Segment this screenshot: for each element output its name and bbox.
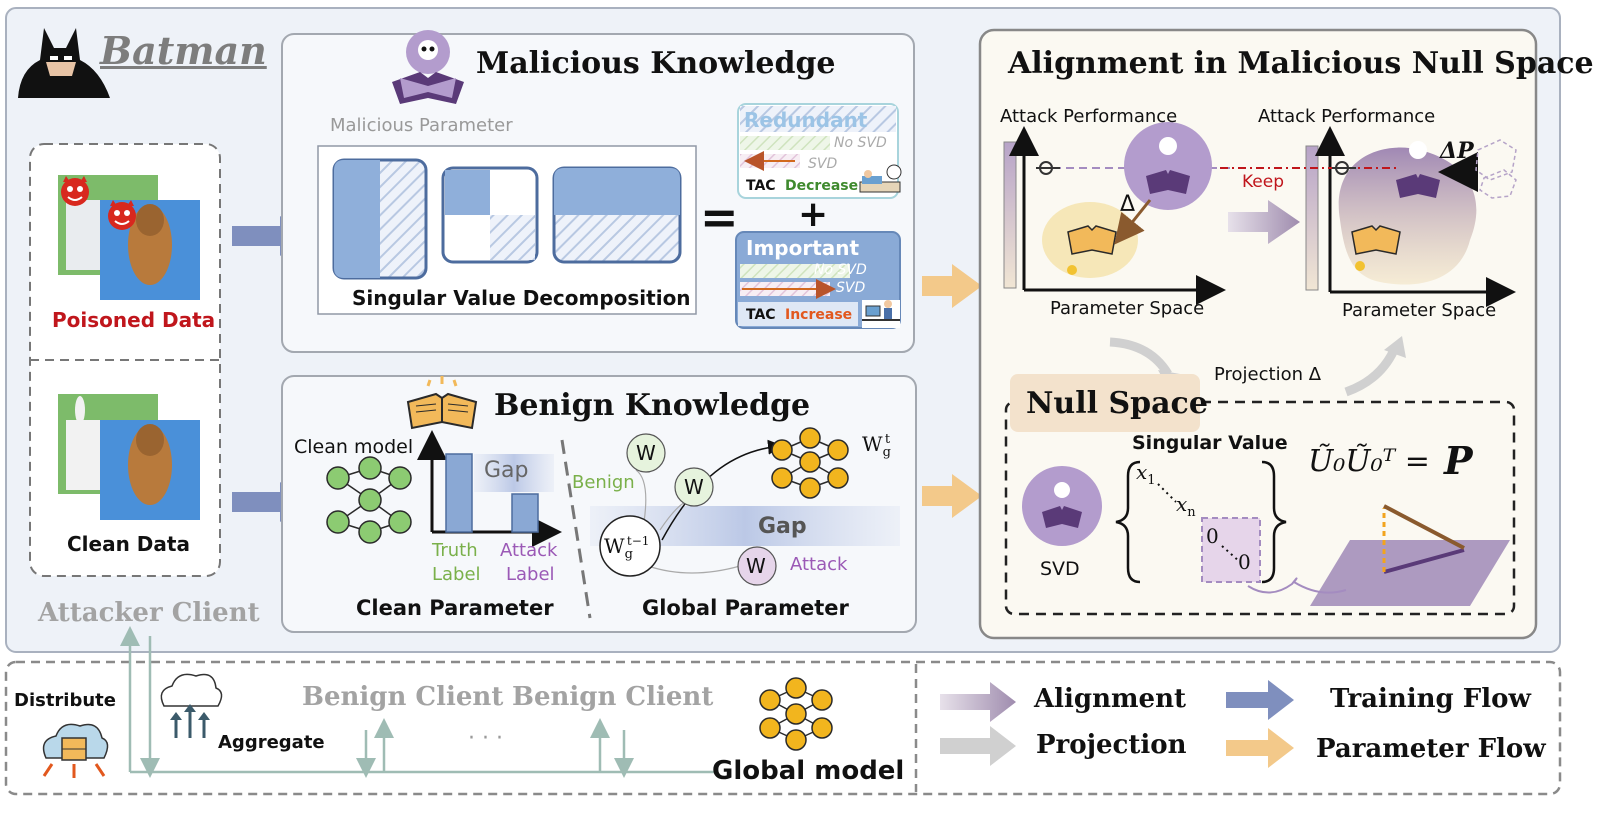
svd-label: Singular Value Decomposition xyxy=(352,286,691,310)
legend-alignment-label: Alignment xyxy=(1034,684,1186,714)
w-node-2: W xyxy=(684,475,704,499)
important-nosvd: No SVD xyxy=(814,262,867,278)
malicious-parameter-label: Malicious Parameter xyxy=(330,115,513,136)
attacker-client-label: Attacker Client xyxy=(38,598,260,628)
legend-training-flow-label: Training Flow xyxy=(1330,684,1531,714)
clean-parameter-label: Clean Parameter xyxy=(356,596,554,620)
benign-book-icon-3 xyxy=(1351,225,1401,271)
alignment-title: Alignment in Malicious Null Space xyxy=(1008,46,1594,81)
zero-top: 0 xyxy=(1206,524,1219,548)
global-parameter-label: Global Parameter xyxy=(642,596,849,620)
keep-label: Keep xyxy=(1242,172,1285,192)
sword-icon-2 xyxy=(1332,161,1356,175)
malicious-book-icon xyxy=(392,30,464,104)
working-person-icon xyxy=(862,300,900,328)
redundant-tac: TAC xyxy=(746,178,776,194)
redundant-nosvd: No SVD xyxy=(834,135,887,151)
xn-label: xn xyxy=(1176,492,1196,520)
truth-label-bar xyxy=(445,453,473,533)
ellipsis: · · · xyxy=(468,726,503,751)
malicious-book-icon-4 xyxy=(1042,482,1082,528)
truth-label-line2: Label xyxy=(432,564,481,585)
clean-model-label: Clean model xyxy=(294,436,414,458)
redundant-trend: Decrease xyxy=(785,178,859,194)
poisoned-data-label: Poisoned Data xyxy=(52,308,216,332)
null-space-title: Null Space xyxy=(1026,386,1208,421)
attack-label-line1: Attack xyxy=(500,540,558,561)
distribute-label: Distribute xyxy=(14,690,116,711)
benign-client-label-2: Benign Client xyxy=(512,682,714,712)
formula-lhs: Ũ₀Ũ₀ᵀ = xyxy=(1308,444,1430,479)
attack-performance-right: Attack Performance xyxy=(1258,106,1436,127)
parameter-space-left: Parameter Space xyxy=(1050,298,1205,319)
benign-knowledge-title: Benign Knowledge xyxy=(494,388,811,423)
redundant-title: Redundant xyxy=(744,108,868,132)
legend-projection-label: Projection xyxy=(1036,730,1187,760)
legend-training-arrow xyxy=(1226,680,1294,720)
svd-small-label: SVD xyxy=(1040,558,1080,580)
important-tac: TAC xyxy=(746,307,776,323)
global-model-network-icon xyxy=(759,677,833,751)
formula-rhs: P xyxy=(1444,438,1473,483)
clean-model-network-icon xyxy=(326,456,412,544)
benign-book-icon xyxy=(406,376,478,430)
singular-value-label: Singular Value xyxy=(1132,432,1288,454)
plus-sign: + xyxy=(798,194,829,235)
aggregate-label: Aggregate xyxy=(218,732,325,753)
important-trend: Increase xyxy=(785,307,853,323)
sword-icon xyxy=(1036,161,1060,175)
aggregate-cloud-icon xyxy=(160,673,223,738)
important-title: Important xyxy=(746,236,860,260)
clean-data-label: Clean Data xyxy=(67,532,190,556)
gap-label: Gap xyxy=(484,458,529,483)
global-network-icon xyxy=(771,427,849,499)
legend-alignment-arrow xyxy=(940,682,1016,722)
global-model-label: Global model xyxy=(712,756,905,786)
malicious-knowledge-title: Malicious Knowledge xyxy=(476,46,836,81)
legend-projection-arrow xyxy=(940,726,1016,766)
legend-parameter-flow-label: Parameter Flow xyxy=(1316,734,1546,764)
delta-p-label: ΔP xyxy=(1440,138,1474,164)
parameter-space-right: Parameter Space xyxy=(1342,300,1497,321)
attack-label-line2: Label xyxy=(506,564,555,585)
sleeping-person-icon xyxy=(859,164,902,193)
zero-bottom: 0 xyxy=(1238,550,1251,574)
benign-word: Benign xyxy=(572,472,635,493)
wg-prev-label: Wgt−1 xyxy=(604,534,650,562)
important-svd: SVD xyxy=(836,280,866,296)
malicious-book-icon-2 xyxy=(1146,137,1190,194)
x1-label: x1 xyxy=(1136,460,1156,488)
benign-client-label-1: Benign Client xyxy=(302,682,504,712)
redundant-svd: SVD xyxy=(808,156,838,172)
attack-word: Attack xyxy=(790,554,848,575)
batman-icon xyxy=(18,28,110,98)
malicious-book-icon-3 xyxy=(1396,141,1440,198)
w-node-attack: W xyxy=(746,554,766,578)
delta-label: Δ xyxy=(1120,192,1136,217)
title: Batman xyxy=(100,28,267,73)
gap2-label: Gap xyxy=(758,514,807,539)
dashed-cube-icon xyxy=(1475,139,1517,199)
projection-label: Projection Δ xyxy=(1214,364,1322,385)
attack-performance-left: Attack Performance xyxy=(1000,106,1178,127)
equals-sign: = xyxy=(700,190,739,244)
truth-label-line1: Truth xyxy=(432,540,478,561)
distribute-cloud-icon xyxy=(42,723,109,778)
w-node-1: W xyxy=(636,441,656,465)
attack-label-bar xyxy=(511,493,539,533)
legend-parameter-arrow xyxy=(1226,728,1294,768)
wg-t-label: Wgt xyxy=(862,432,891,460)
